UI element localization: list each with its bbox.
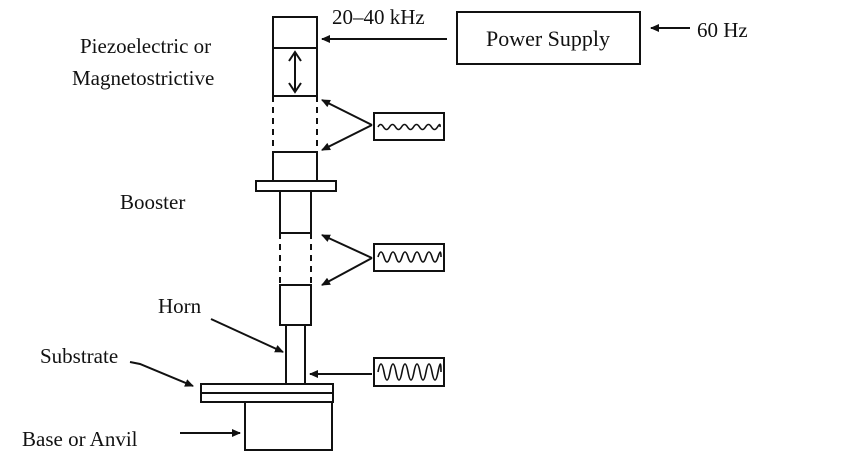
transducer <box>272 16 318 182</box>
base-label: Base or Anvil <box>22 427 138 451</box>
transducer-waveform-frame <box>373 112 445 141</box>
transducer-lower-block <box>272 151 318 182</box>
vibration-arrow-down-icon <box>288 82 302 94</box>
booster <box>279 190 312 326</box>
booster-amplitude-arrow-lower <box>321 257 373 286</box>
transducer-waveform-icon <box>377 123 441 131</box>
horn-waveform-panel <box>373 357 445 387</box>
frequency-label: 20–40 kHz <box>332 5 425 29</box>
transducer-top-block <box>272 16 318 49</box>
transducer-amplitude-arrow-lower <box>321 124 373 151</box>
anvil-base <box>244 401 333 451</box>
transducer-amplitude-arrow-upper <box>321 99 373 126</box>
horn <box>285 324 306 385</box>
booster-lower-block <box>279 284 312 326</box>
power-supply-label: Power Supply <box>486 26 610 51</box>
line-frequency-label: 60 Hz <box>697 18 748 42</box>
booster-label: Booster <box>120 190 185 214</box>
vibration-arrow-up-icon <box>288 50 302 62</box>
substrate-pointer-arrow <box>129 361 194 387</box>
horn-waveform-icon <box>377 363 442 381</box>
booster-amplitude-arrow-upper <box>321 234 373 259</box>
booster-waveform-icon <box>377 251 442 263</box>
booster-flange <box>255 180 337 192</box>
transducer-label-line1: Piezoelectric or <box>80 34 211 58</box>
substrate-plate-bottom <box>200 392 334 403</box>
booster-waveform-panel <box>373 243 445 272</box>
transducer-label-line2: Magnetostrictive <box>72 66 214 90</box>
substrate-plate-top <box>200 383 334 394</box>
power-supply-box <box>456 11 641 65</box>
horn-label: Horn <box>158 294 202 318</box>
booster-upper-block <box>279 190 312 234</box>
horn-pointer-arrow <box>210 318 284 353</box>
substrate-label: Substrate <box>40 344 118 368</box>
transducer-waveform-panel <box>373 112 445 141</box>
